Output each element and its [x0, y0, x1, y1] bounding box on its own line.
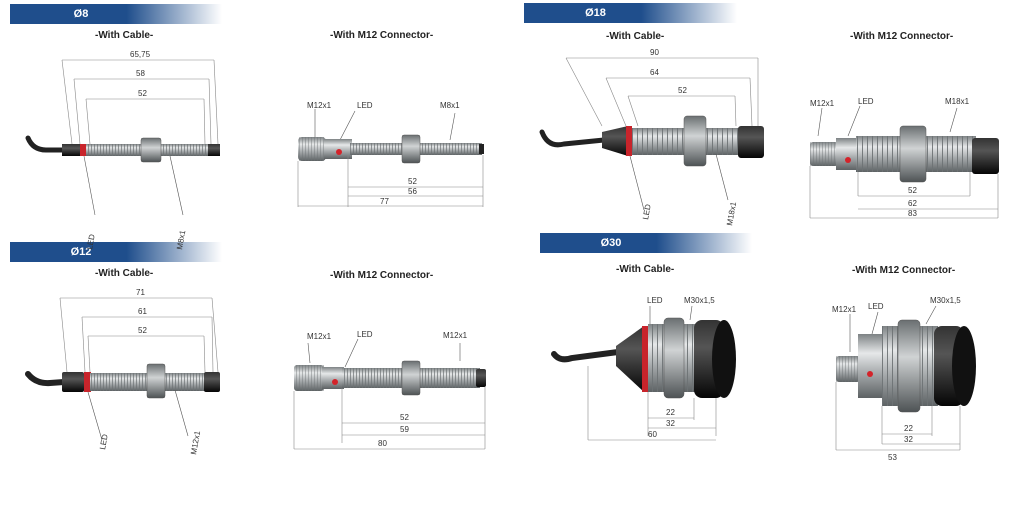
label-d18-cable-led: LED	[641, 203, 653, 220]
label-d18-connector-plug: M12x1	[810, 99, 835, 108]
dim-d8-cable-overall: 65,75	[130, 50, 151, 59]
dim-d18-cable-thread: 52	[678, 86, 687, 95]
label-d18-cable-thread: M18x1	[725, 201, 738, 227]
label-d8-connector-led: LED	[357, 101, 373, 110]
diagram-d8-connector: M12x1 LED M8x1 52 56 77	[297, 101, 484, 207]
dim-d18-cable-mid: 64	[650, 68, 659, 77]
dim-d12-connector-thread: 52	[400, 413, 409, 422]
dim-d18-connector-thread: 52	[908, 186, 917, 195]
section-title-d18: Ø18	[585, 7, 606, 19]
dim-d18-cable-overall: 90	[650, 48, 659, 57]
label-d12-connector-thread: M12x1	[443, 331, 468, 340]
label-d12-connector-led: LED	[357, 330, 373, 339]
dim-d18-connector-overall: 83	[908, 209, 917, 218]
subtitle-d30-connector: -With M12 Connector-	[852, 265, 956, 276]
dim-d12-cable-overall: 71	[136, 288, 145, 297]
dim-d8-cable-mid: 58	[136, 69, 145, 78]
section-header-d12: Ø12	[10, 242, 222, 262]
diagram-d8-cable: 65,75 58 52 LED M8x1	[25, 50, 220, 250]
subtitle-d30-cable: -With Cable-	[616, 264, 675, 275]
dim-d30-connector-overall: 53	[888, 453, 897, 462]
subtitle-d8-connector: -With M12 Connector-	[330, 30, 434, 41]
diagram-d18-cable: 90 64 52 LED M18x1	[539, 48, 764, 227]
dim-d12-cable-thread: 52	[138, 326, 147, 335]
section-title-d12: Ø12	[70, 246, 92, 258]
diagram-d30-cable: LED M30x1,5 22 32 60	[551, 296, 736, 441]
label-d8-connector-thread: M8x1	[440, 101, 460, 110]
section-header-d30: Ø30	[540, 233, 752, 253]
dim-d30-cable-nut: 22	[666, 408, 675, 417]
dim-d30-connector-thread: 32	[904, 435, 913, 444]
subtitle-d18-cable: -With Cable-	[606, 31, 665, 42]
label-d8-cable-thread: M8x1	[175, 229, 187, 250]
label-d30-cable-thread: M30x1,5	[684, 296, 715, 305]
dim-d30-connector-nut: 22	[904, 424, 913, 433]
label-d18-connector-led: LED	[858, 97, 874, 106]
dim-d8-connector-thread: 52	[408, 177, 417, 186]
label-d8-cable-led: LED	[85, 233, 97, 250]
dim-d12-connector-overall: 80	[378, 439, 387, 448]
dim-d12-cable-mid: 61	[138, 307, 147, 316]
label-d18-connector-thread: M18x1	[945, 97, 970, 106]
dim-d8-connector-body: 56	[408, 187, 417, 196]
label-d30-cable-led: LED	[647, 296, 663, 305]
dim-d12-connector-body: 59	[400, 425, 409, 434]
subtitle-d12-cable: -With Cable-	[95, 268, 154, 279]
section-header-d18: Ø18	[524, 3, 737, 23]
diagram-d12-connector: M12x1 LED M12x1 52 59 80	[293, 330, 486, 450]
dim-d8-cable-thread: 52	[138, 89, 147, 98]
dim-d30-cable-thread: 32	[666, 419, 675, 428]
label-d12-cable-thread: M12x1	[189, 430, 202, 456]
diagram-d30-connector: M12x1 LED M30x1,5 22 32 53	[832, 296, 976, 462]
dim-d18-connector-body: 62	[908, 199, 917, 208]
section-header-d8: Ø8	[10, 4, 222, 24]
label-d30-connector-thread: M30x1,5	[930, 296, 961, 305]
label-d30-connector-plug: M12x1	[832, 305, 857, 314]
label-d12-connector-plug: M12x1	[307, 332, 332, 341]
section-title-d8: Ø8	[73, 8, 89, 20]
subtitle-d8-cable: -With Cable-	[95, 30, 154, 41]
label-d8-connector-plug: M12x1	[307, 101, 332, 110]
dim-d8-connector-overall: 77	[380, 197, 389, 206]
diagram-d12-cable: 71 61 52 LED M12x1	[25, 288, 220, 456]
dim-d30-cable-overall: 60	[648, 430, 657, 439]
diagram-d18-connector: M12x1 LED M18x1 52 62 83	[809, 97, 999, 219]
label-d12-cable-led: LED	[98, 433, 110, 450]
subtitle-d12-connector: -With M12 Connector-	[330, 270, 434, 281]
section-title-d30: Ø30	[600, 237, 622, 249]
subtitle-d18-connector: -With M12 Connector-	[850, 31, 954, 42]
label-d30-connector-led: LED	[868, 302, 884, 311]
